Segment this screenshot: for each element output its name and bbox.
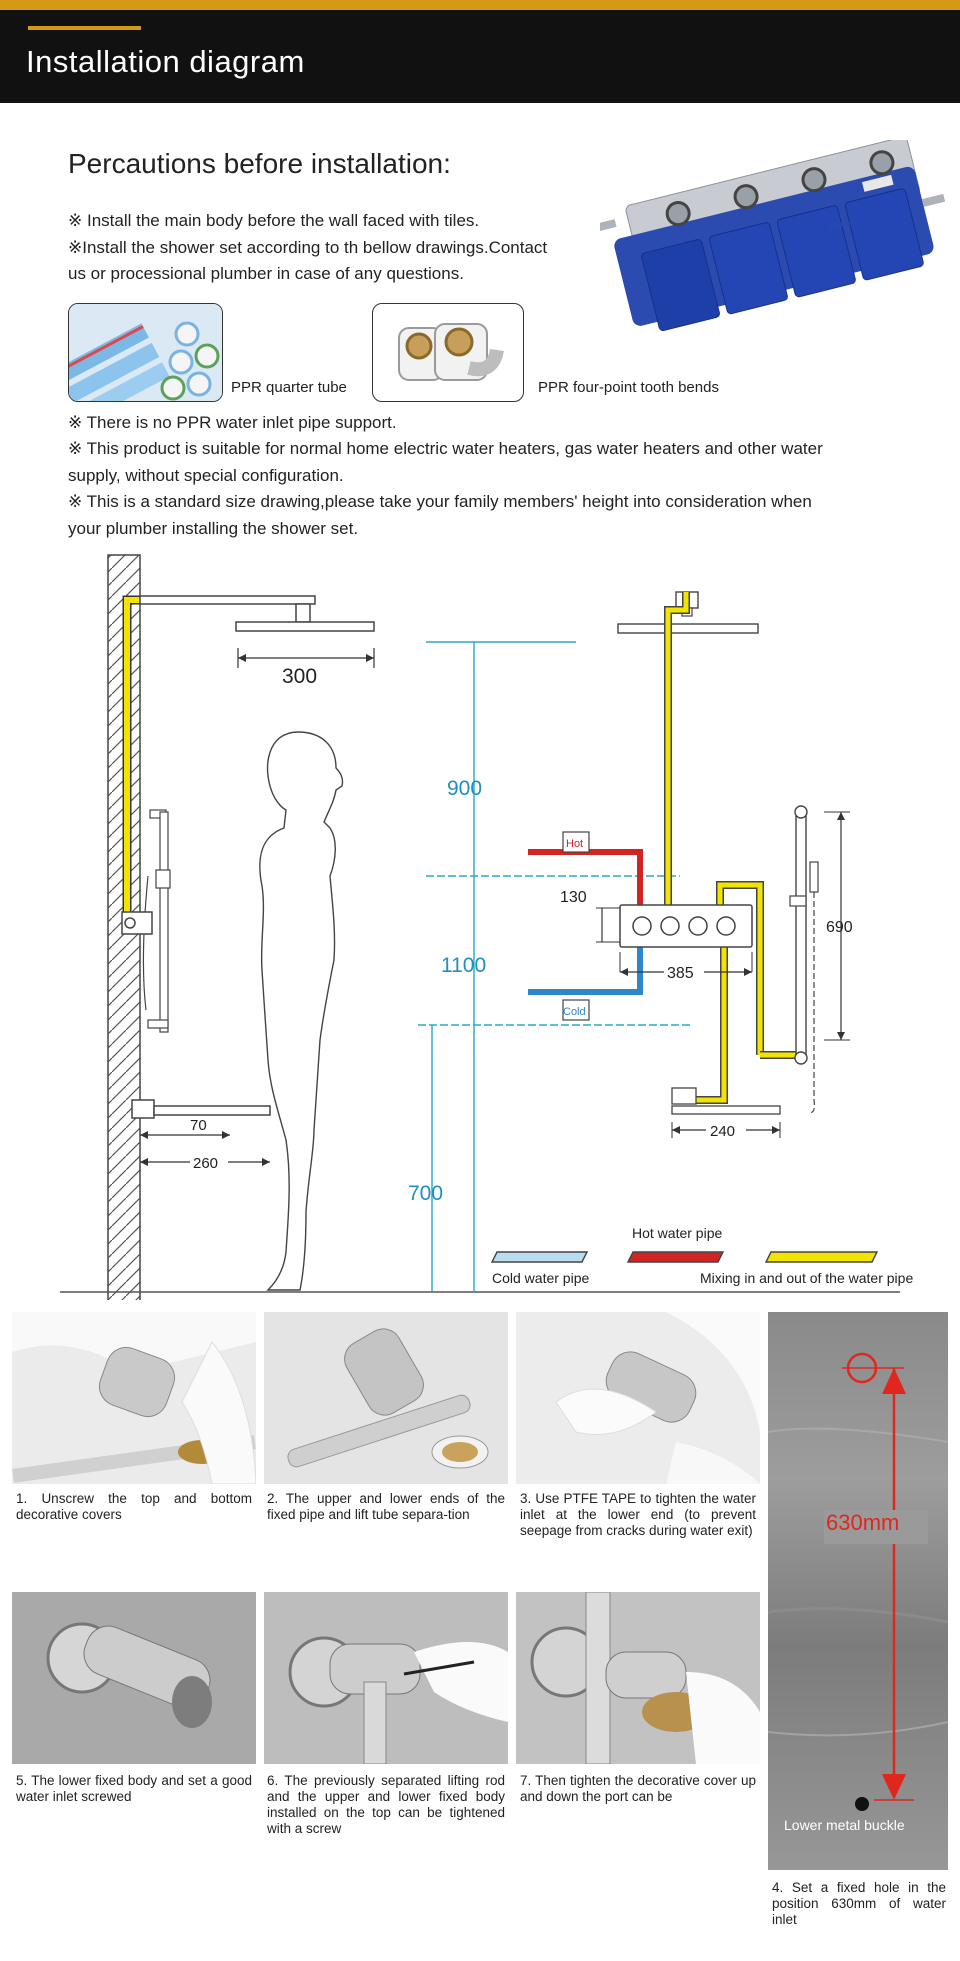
legend-mix-label: Mixing in and out of the water pipe [700, 1270, 913, 1286]
thermostatic-valve-body-image: TRION [600, 140, 946, 332]
installation-diagram: 300 70 260 900 1100 700 Hot Col [60, 554, 913, 1300]
page-title: Installation diagram [26, 44, 305, 79]
legend-cold-label: Cold water pipe [492, 1270, 589, 1286]
shower-arm [139, 595, 316, 605]
precautions-title: Percautions before installation: [68, 148, 451, 179]
precaution-line-2a: ※Install the shower set according to th … [68, 238, 548, 257]
rain-shower-head-front [617, 623, 759, 634]
dim-700-label: 700 [408, 1182, 443, 1205]
step-5-caption: 5. The lower fixed body and set a good w… [16, 1773, 252, 1804]
top-accent-bar [0, 0, 960, 10]
dim-260-label: 260 [193, 1155, 218, 1172]
dim-690-label: 690 [826, 919, 853, 936]
precaution-line-1: ※ Install the main body before the wall … [68, 211, 480, 230]
slide-bar-side [159, 811, 169, 1033]
tub-spout-front [671, 1105, 781, 1115]
slide-bar-front [795, 809, 807, 1061]
tub-spout-side [153, 1105, 271, 1116]
header-accent-line [28, 26, 141, 30]
human-figure [259, 731, 344, 1291]
mix-pipe-to-head [665, 592, 689, 908]
step-6-caption: 6. The previously separated lifting rod … [267, 1773, 505, 1836]
step-7-photo [516, 1592, 760, 1764]
dim-130-label: 130 [560, 889, 587, 906]
dim-240-label: 240 [710, 1123, 735, 1140]
legend-hot-label: Hot water pipe [632, 1225, 722, 1241]
step-4-caption: 4. Set a fixed hole in the position 630m… [772, 1880, 946, 1927]
legend-hot-swatch [626, 1251, 725, 1263]
rain-shower-head-side [235, 621, 375, 632]
step-3-photo [516, 1312, 760, 1484]
lower-metal-buckle-label: Lower metal buckle [784, 1817, 905, 1833]
dim-900-label: 900 [447, 777, 482, 800]
ppr-tooth-bends-image [372, 303, 524, 402]
step-7-caption: 7. Then tighten the decorative cover up … [520, 1773, 756, 1804]
precaution-line-5b: your plumber installing the shower set. [68, 519, 359, 538]
mix-pipe-to-handheld [717, 882, 763, 1055]
step-1-caption: 1. Unscrew the top and bottom decorative… [16, 1491, 252, 1522]
legend-mix-swatch [764, 1251, 879, 1263]
precaution-line-4a: ※ This product is suitable for normal ho… [68, 439, 823, 458]
ppr-quarter-tube-label: PPR quarter tube [231, 379, 347, 396]
step-3-caption: 3. Use PTFE TAPE to tighten the water in… [520, 1491, 756, 1538]
ppr-quarter-tube-image [68, 303, 223, 402]
precaution-line-3: ※ There is no PPR water inlet pipe suppo… [68, 413, 397, 432]
step-6-photo [264, 1592, 508, 1764]
dim-300-label: 300 [282, 665, 317, 688]
step-5-photo [12, 1592, 256, 1764]
ppr-tooth-bends-label: PPR four-point tooth bends [538, 379, 719, 396]
measure-630mm-label: 630mm [826, 1510, 900, 1535]
dim-1100-label: 1100 [441, 954, 486, 977]
dim-70-label: 70 [190, 1117, 207, 1134]
hot-tag: Hot [566, 838, 583, 850]
step-4-tile-photo [767, 1312, 949, 1870]
step-1-photo [12, 1312, 256, 1484]
valve-front [619, 904, 753, 948]
cold-water-pipe [528, 945, 643, 995]
precaution-line-5a: ※ This is a standard size drawing,please… [68, 492, 812, 511]
cold-tag: Cold [563, 1006, 586, 1018]
mix-pipe-to-spout [690, 945, 727, 1103]
step-2-photo [264, 1312, 508, 1484]
legend-cold-swatch [490, 1251, 589, 1263]
precaution-line-2b: us or processional plumber in case of an… [68, 264, 464, 283]
precaution-line-4b: supply, without special configuration. [68, 466, 344, 485]
step-2-caption: 2. The upper and lower ends of the fixed… [267, 1491, 505, 1522]
dim-385-label: 385 [667, 965, 694, 982]
section-header [0, 10, 960, 103]
